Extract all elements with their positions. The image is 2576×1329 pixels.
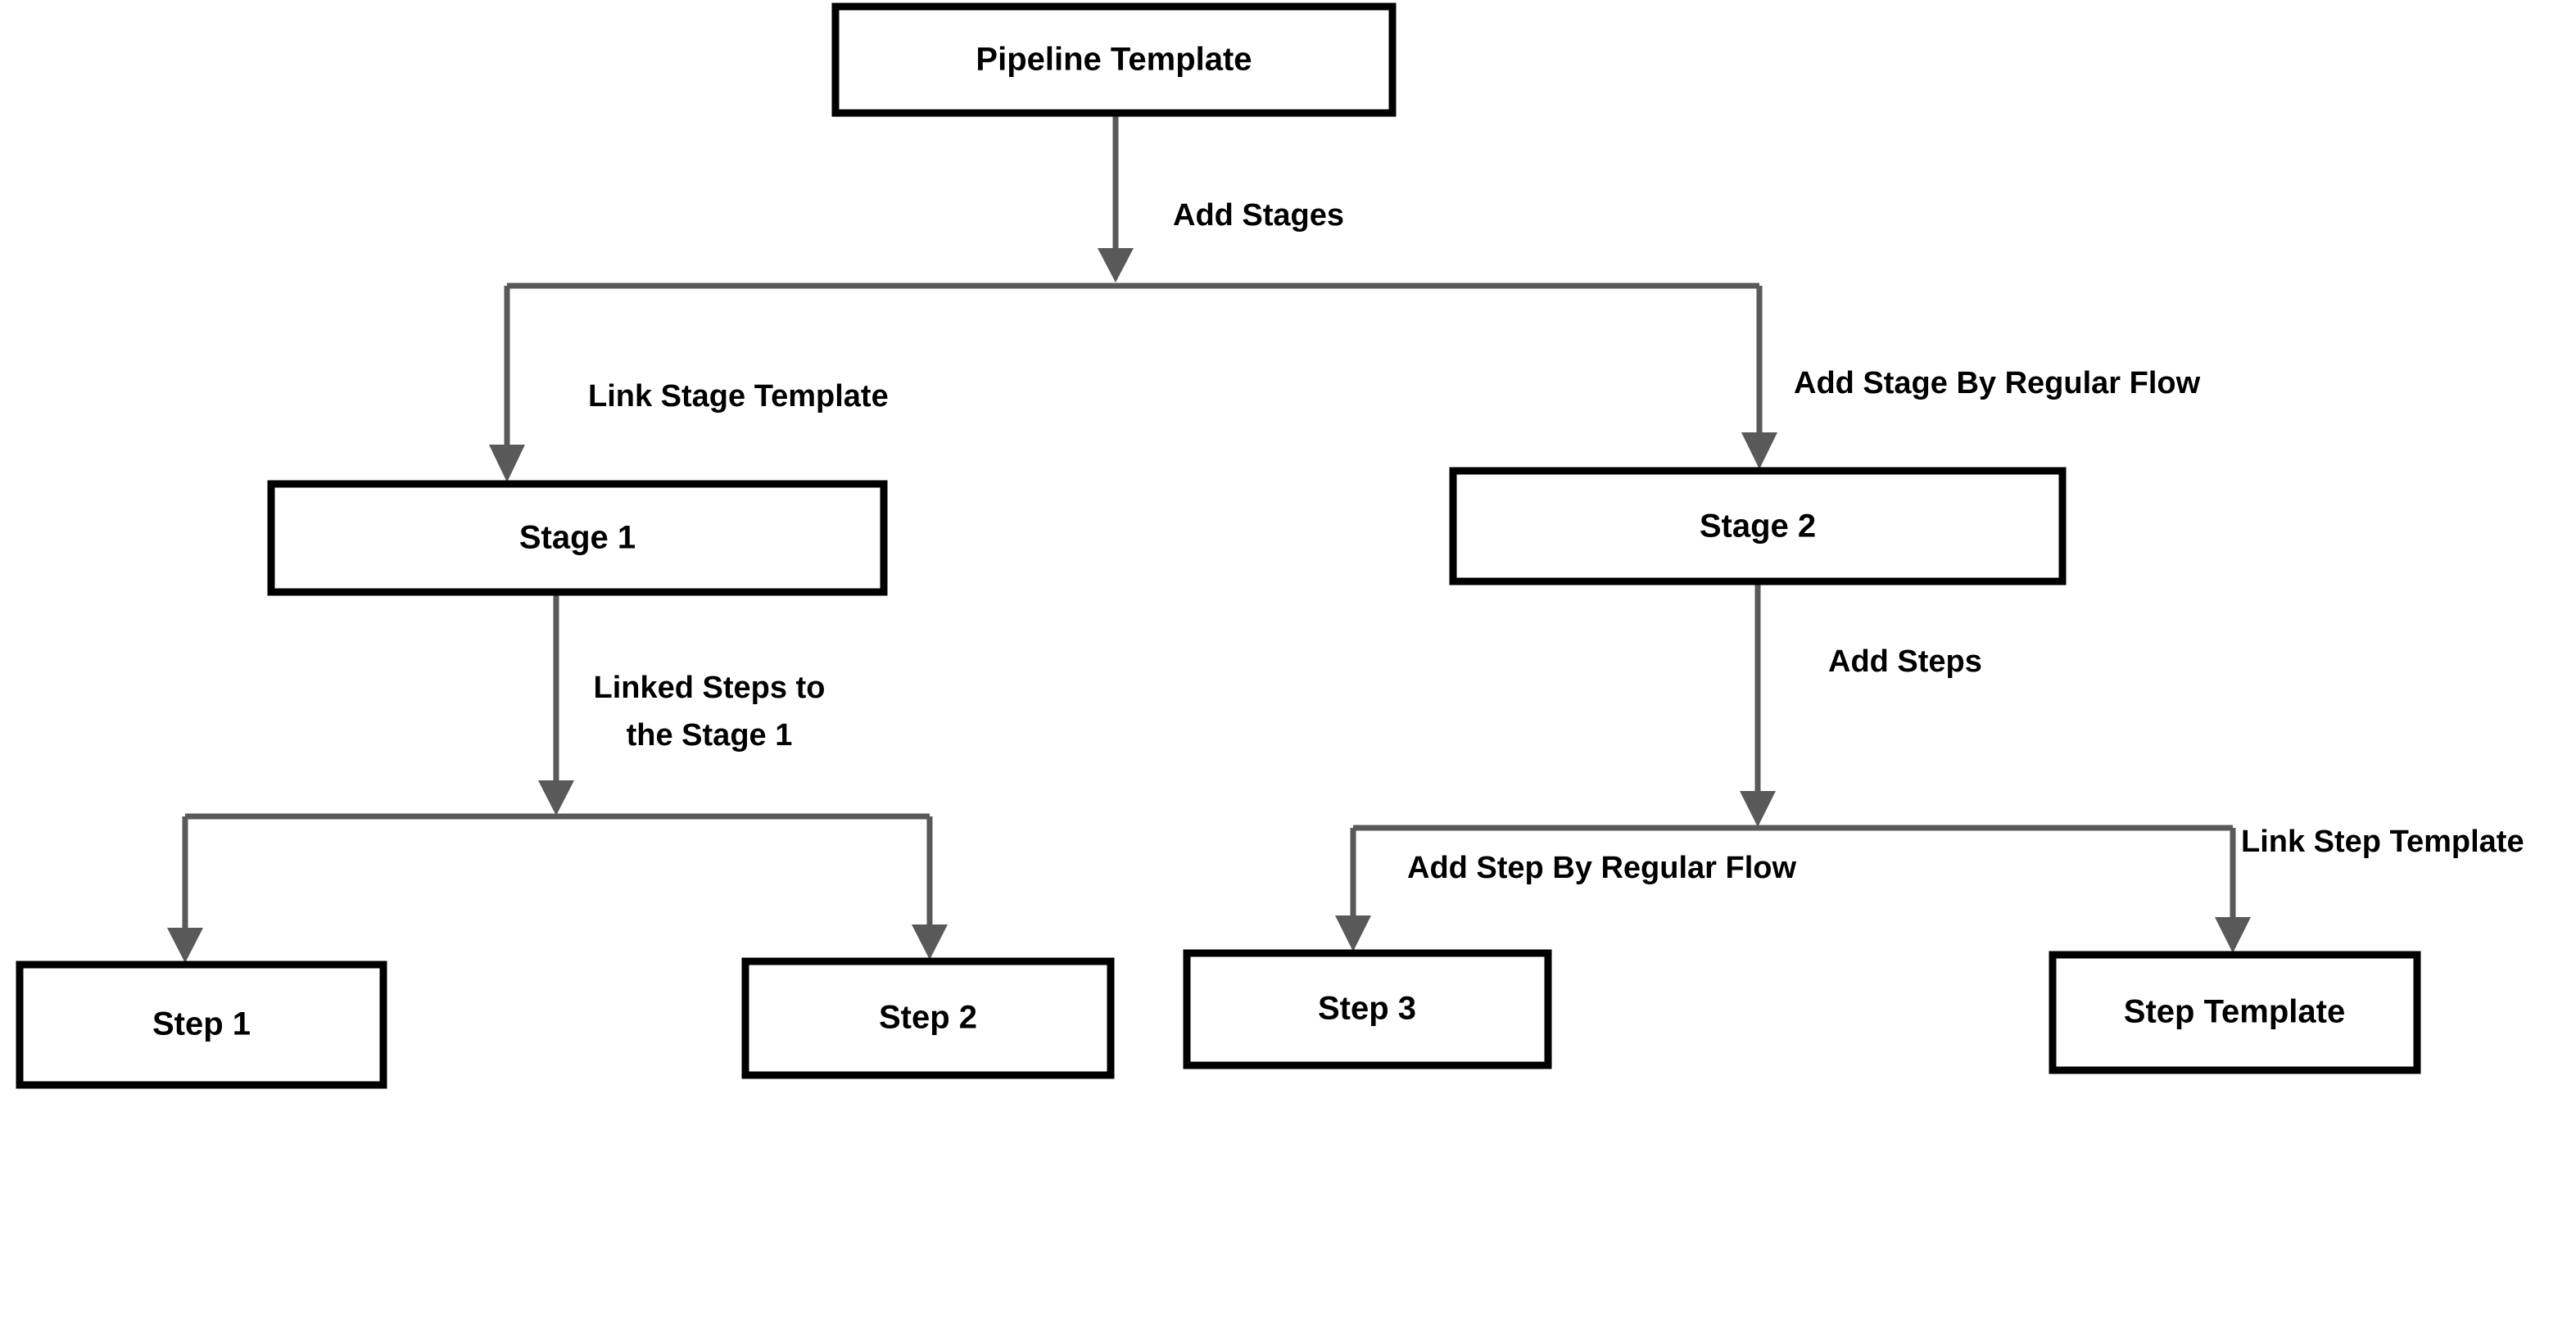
- edge-to-step-2: [912, 816, 948, 960]
- edge-to-step-1: [167, 816, 203, 963]
- node-step-2[interactable]: Step 2: [741, 957, 1115, 1079]
- node-pipeline-template[interactable]: Pipeline Template: [831, 2, 1397, 117]
- edge-label-link-step-template: Link Step Template: [2241, 825, 2524, 859]
- edge-add-stage-by-regular-flow-arrowhead: [1741, 432, 1777, 469]
- edge-add-steps-arrowhead: [1740, 791, 1776, 827]
- node-step-2-box[interactable]: [741, 957, 1115, 1079]
- edge-add-step-by-regular-flow: [1335, 828, 1371, 952]
- node-stage-1-box[interactable]: [267, 480, 888, 596]
- node-step-2-label: Step 2: [879, 1000, 977, 1036]
- edge-link-step-template-arrowhead: [2215, 917, 2251, 953]
- edge-label-link-stage-template: Link Stage Template: [588, 379, 889, 414]
- node-step-3-box[interactable]: [1183, 949, 1552, 1069]
- edge-label-add-stage-by-regular-flow: Add Stage By Regular Flow: [1794, 366, 2201, 400]
- node-step-1[interactable]: Step 1: [16, 961, 387, 1089]
- edge-add-stage-by-regular-flow: [1741, 286, 1777, 469]
- node-pipeline-template-box[interactable]: [831, 2, 1397, 117]
- edge-linked-steps-to-stage-1-arrowhead: [538, 780, 574, 816]
- edge-link-step-template: [2215, 828, 2251, 953]
- node-step-1-box[interactable]: [16, 961, 387, 1089]
- edge-to-step-1-arrowhead: [167, 928, 203, 963]
- edge-link-stage-template-arrowhead: [489, 445, 525, 482]
- edge-add-steps: [1740, 581, 1776, 827]
- edge-add-stages: [1098, 113, 1134, 283]
- edge-label-add-step-by-regular-flow: Add Step By Regular Flow: [1407, 851, 1796, 885]
- node-pipeline-template-label: Pipeline Template: [976, 42, 1252, 78]
- node-step-template[interactable]: Step Template: [2049, 951, 2421, 1074]
- edge-label-add-stages: Add Stages: [1173, 198, 1344, 233]
- node-step-3-label: Step 3: [1318, 991, 1416, 1027]
- node-step-template-box[interactable]: [2049, 951, 2421, 1074]
- edge-add-step-by-regular-flow-arrowhead: [1335, 915, 1371, 952]
- node-stage-2[interactable]: Stage 2: [1449, 467, 2067, 585]
- node-stage-2-box[interactable]: [1449, 467, 2067, 585]
- edge-linked-steps-to-stage-1: [538, 592, 574, 816]
- node-stage-2-label: Stage 2: [1700, 509, 1816, 545]
- edge-label-add-steps: Add Steps: [1828, 644, 1982, 679]
- node-step-template-label: Step Template: [2124, 994, 2345, 1030]
- edge-label-linked-steps-to-stage-1-line2: the Stage 1: [627, 718, 793, 753]
- edge-add-stages-arrowhead: [1098, 248, 1134, 283]
- node-stage-1[interactable]: Stage 1: [267, 480, 888, 596]
- node-stage-1-label: Stage 1: [519, 520, 636, 556]
- edge-to-step-2-arrowhead: [912, 924, 948, 960]
- edge-link-stage-template: [489, 286, 525, 482]
- edge-label-linked-steps-to-stage-1-line1: Linked Steps to: [594, 671, 826, 705]
- node-step-3[interactable]: Step 3: [1183, 949, 1552, 1069]
- node-step-1-label: Step 1: [152, 1006, 251, 1042]
